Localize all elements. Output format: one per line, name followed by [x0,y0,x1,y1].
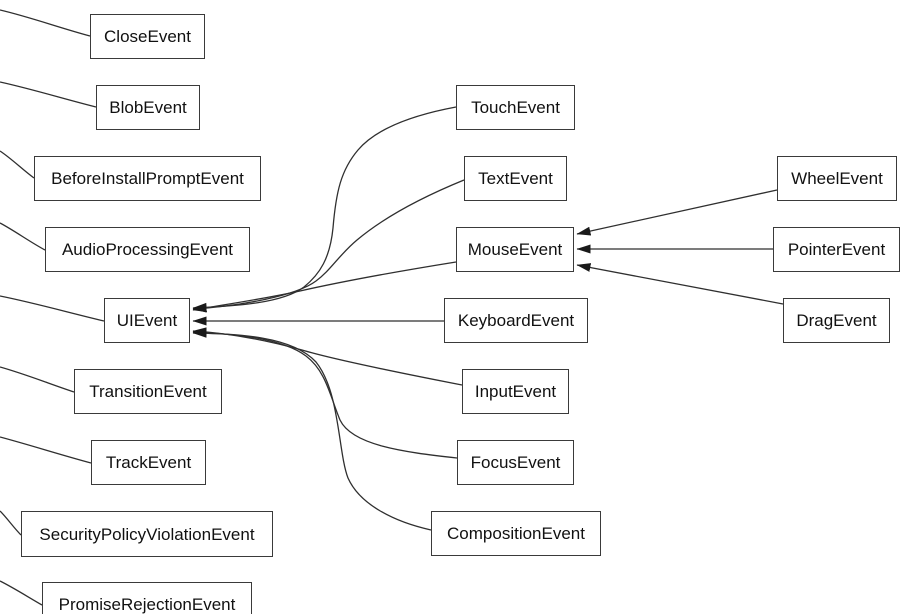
node-label: PointerEvent [787,240,886,259]
edge-audio-processing-to-offscreen [0,222,46,251]
node-promise-rejection-event: PromiseRejectionEvent [42,582,252,614]
node-close-event: CloseEvent [90,14,205,59]
edge-text-event-to-ui-event [192,179,465,313]
node-label: BlobEvent [109,98,187,117]
edge-promise-rejection-to-offscreen [0,580,43,606]
node-label: AudioProcessingEvent [61,240,234,259]
edge-composition-event-to-ui-event [192,328,432,531]
edge-drag-event-to-mouse-event [576,263,784,305]
node-mouse-event: MouseEvent [456,227,574,272]
edge-wheel-event-to-mouse-event [576,189,778,236]
node-label: InputEvent [474,382,557,401]
edge-transition-event-to-offscreen [0,366,75,393]
node-ui-event: UIEvent [104,298,190,343]
node-label: PromiseRejectionEvent [58,595,236,614]
node-label: FocusEvent [470,453,561,472]
edge-input-event-to-ui-event [192,327,463,386]
node-touch-event: TouchEvent [456,85,575,130]
node-label: KeyboardEvent [457,311,575,330]
node-focus-event: FocusEvent [457,440,574,485]
node-audio-processing-event: AudioProcessingEvent [45,227,250,272]
node-text-event: TextEvent [464,156,567,201]
node-label: BeforeInstallPromptEvent [51,169,244,188]
node-wheel-event: WheelEvent [777,156,897,201]
edge-ui-event-to-offscreen-parent [0,295,105,322]
node-before-install-prompt-event: BeforeInstallPromptEvent [34,156,261,201]
node-drag-event: DragEvent [783,298,890,343]
edge-track-event-to-offscreen-parent [0,436,92,464]
edge-focus-event-to-ui-event [192,328,458,459]
node-composition-event: CompositionEvent [431,511,601,556]
node-label: UIEvent [116,311,178,330]
node-keyboard-event: KeyboardEvent [444,298,588,343]
node-label: DragEvent [796,311,877,330]
edge-security-policy-violation-offscreen [0,510,22,536]
node-label: TrackEvent [105,453,192,472]
node-pointer-event: PointerEvent [773,227,900,272]
node-label: CompositionEvent [447,524,585,543]
edge-close-event-to-offscreen-parent [0,9,91,37]
edge-touch-event-to-ui-event [192,106,457,312]
node-label: WheelEvent [791,169,883,188]
node-transition-event: TransitionEvent [74,369,222,414]
node-label: TextEvent [478,169,553,188]
node-blob-event: BlobEvent [96,85,200,130]
node-security-policy-violation-event: SecurityPolicyViolationEvent [21,511,273,557]
node-label: SecurityPolicyViolationEvent [39,524,255,544]
edge-before-install-prompt-to-offscreen [0,150,35,179]
node-label: MouseEvent [467,240,563,259]
node-label: CloseEvent [104,27,191,46]
edge-mouse-event-to-ui-event [192,261,457,313]
node-label: TransitionEvent [89,382,207,401]
node-input-event: InputEvent [462,369,569,414]
node-label: TouchEvent [471,98,560,117]
edge-blob-event-to-offscreen-parent [0,81,97,108]
node-track-event: TrackEvent [91,440,206,485]
